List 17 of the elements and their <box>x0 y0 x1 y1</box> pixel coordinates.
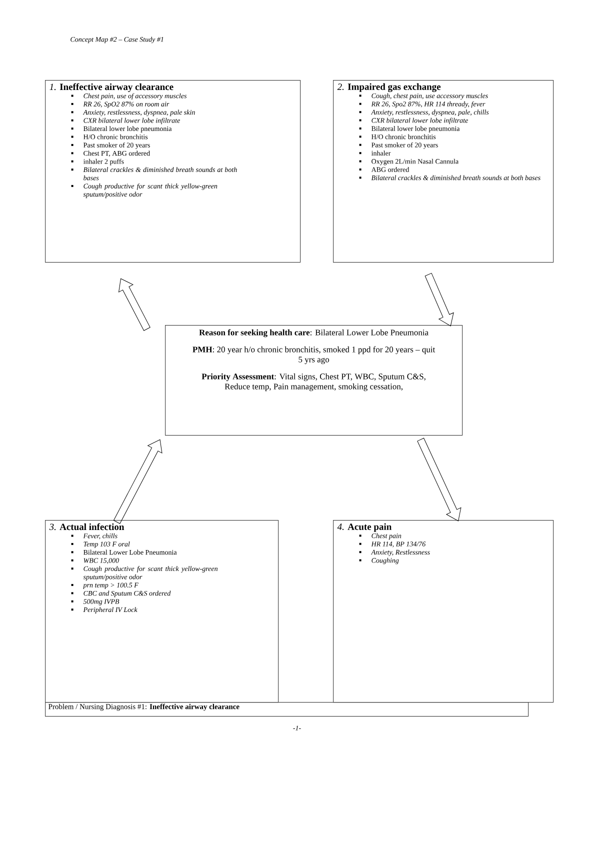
block-arrow <box>118 278 150 331</box>
heading: 3. Actual infection <box>49 523 124 530</box>
text-box <box>165 325 463 436</box>
text-box <box>333 80 554 263</box>
block-arrow <box>424 272 454 326</box>
paragraph: PMH: 20 year h/o chronic bronchitis, smoked 1 ppd for 20 years – quit 5 yrs ago <box>192 346 436 364</box>
heading: 1. Ineffective airway clearance <box>50 83 174 92</box>
text-box <box>333 520 554 703</box>
text-box <box>45 702 529 717</box>
block-arrow <box>113 439 162 524</box>
heading: 4. Acute pain <box>337 523 392 532</box>
text-box <box>45 80 301 263</box>
heading: 2. Impaired gas exchange <box>337 83 441 92</box>
block-arrow <box>417 438 462 522</box>
paragraph: Priority Assessment: Vital signs, Chest PT, WBC, Sputum C&S, Reduce temp, Pain management, smoking cessation, <box>202 373 426 392</box>
paragraph: Reason for seeking health care: Bilateral Lower Lobe Pneumonia <box>199 329 428 338</box>
text-box <box>45 520 279 703</box>
